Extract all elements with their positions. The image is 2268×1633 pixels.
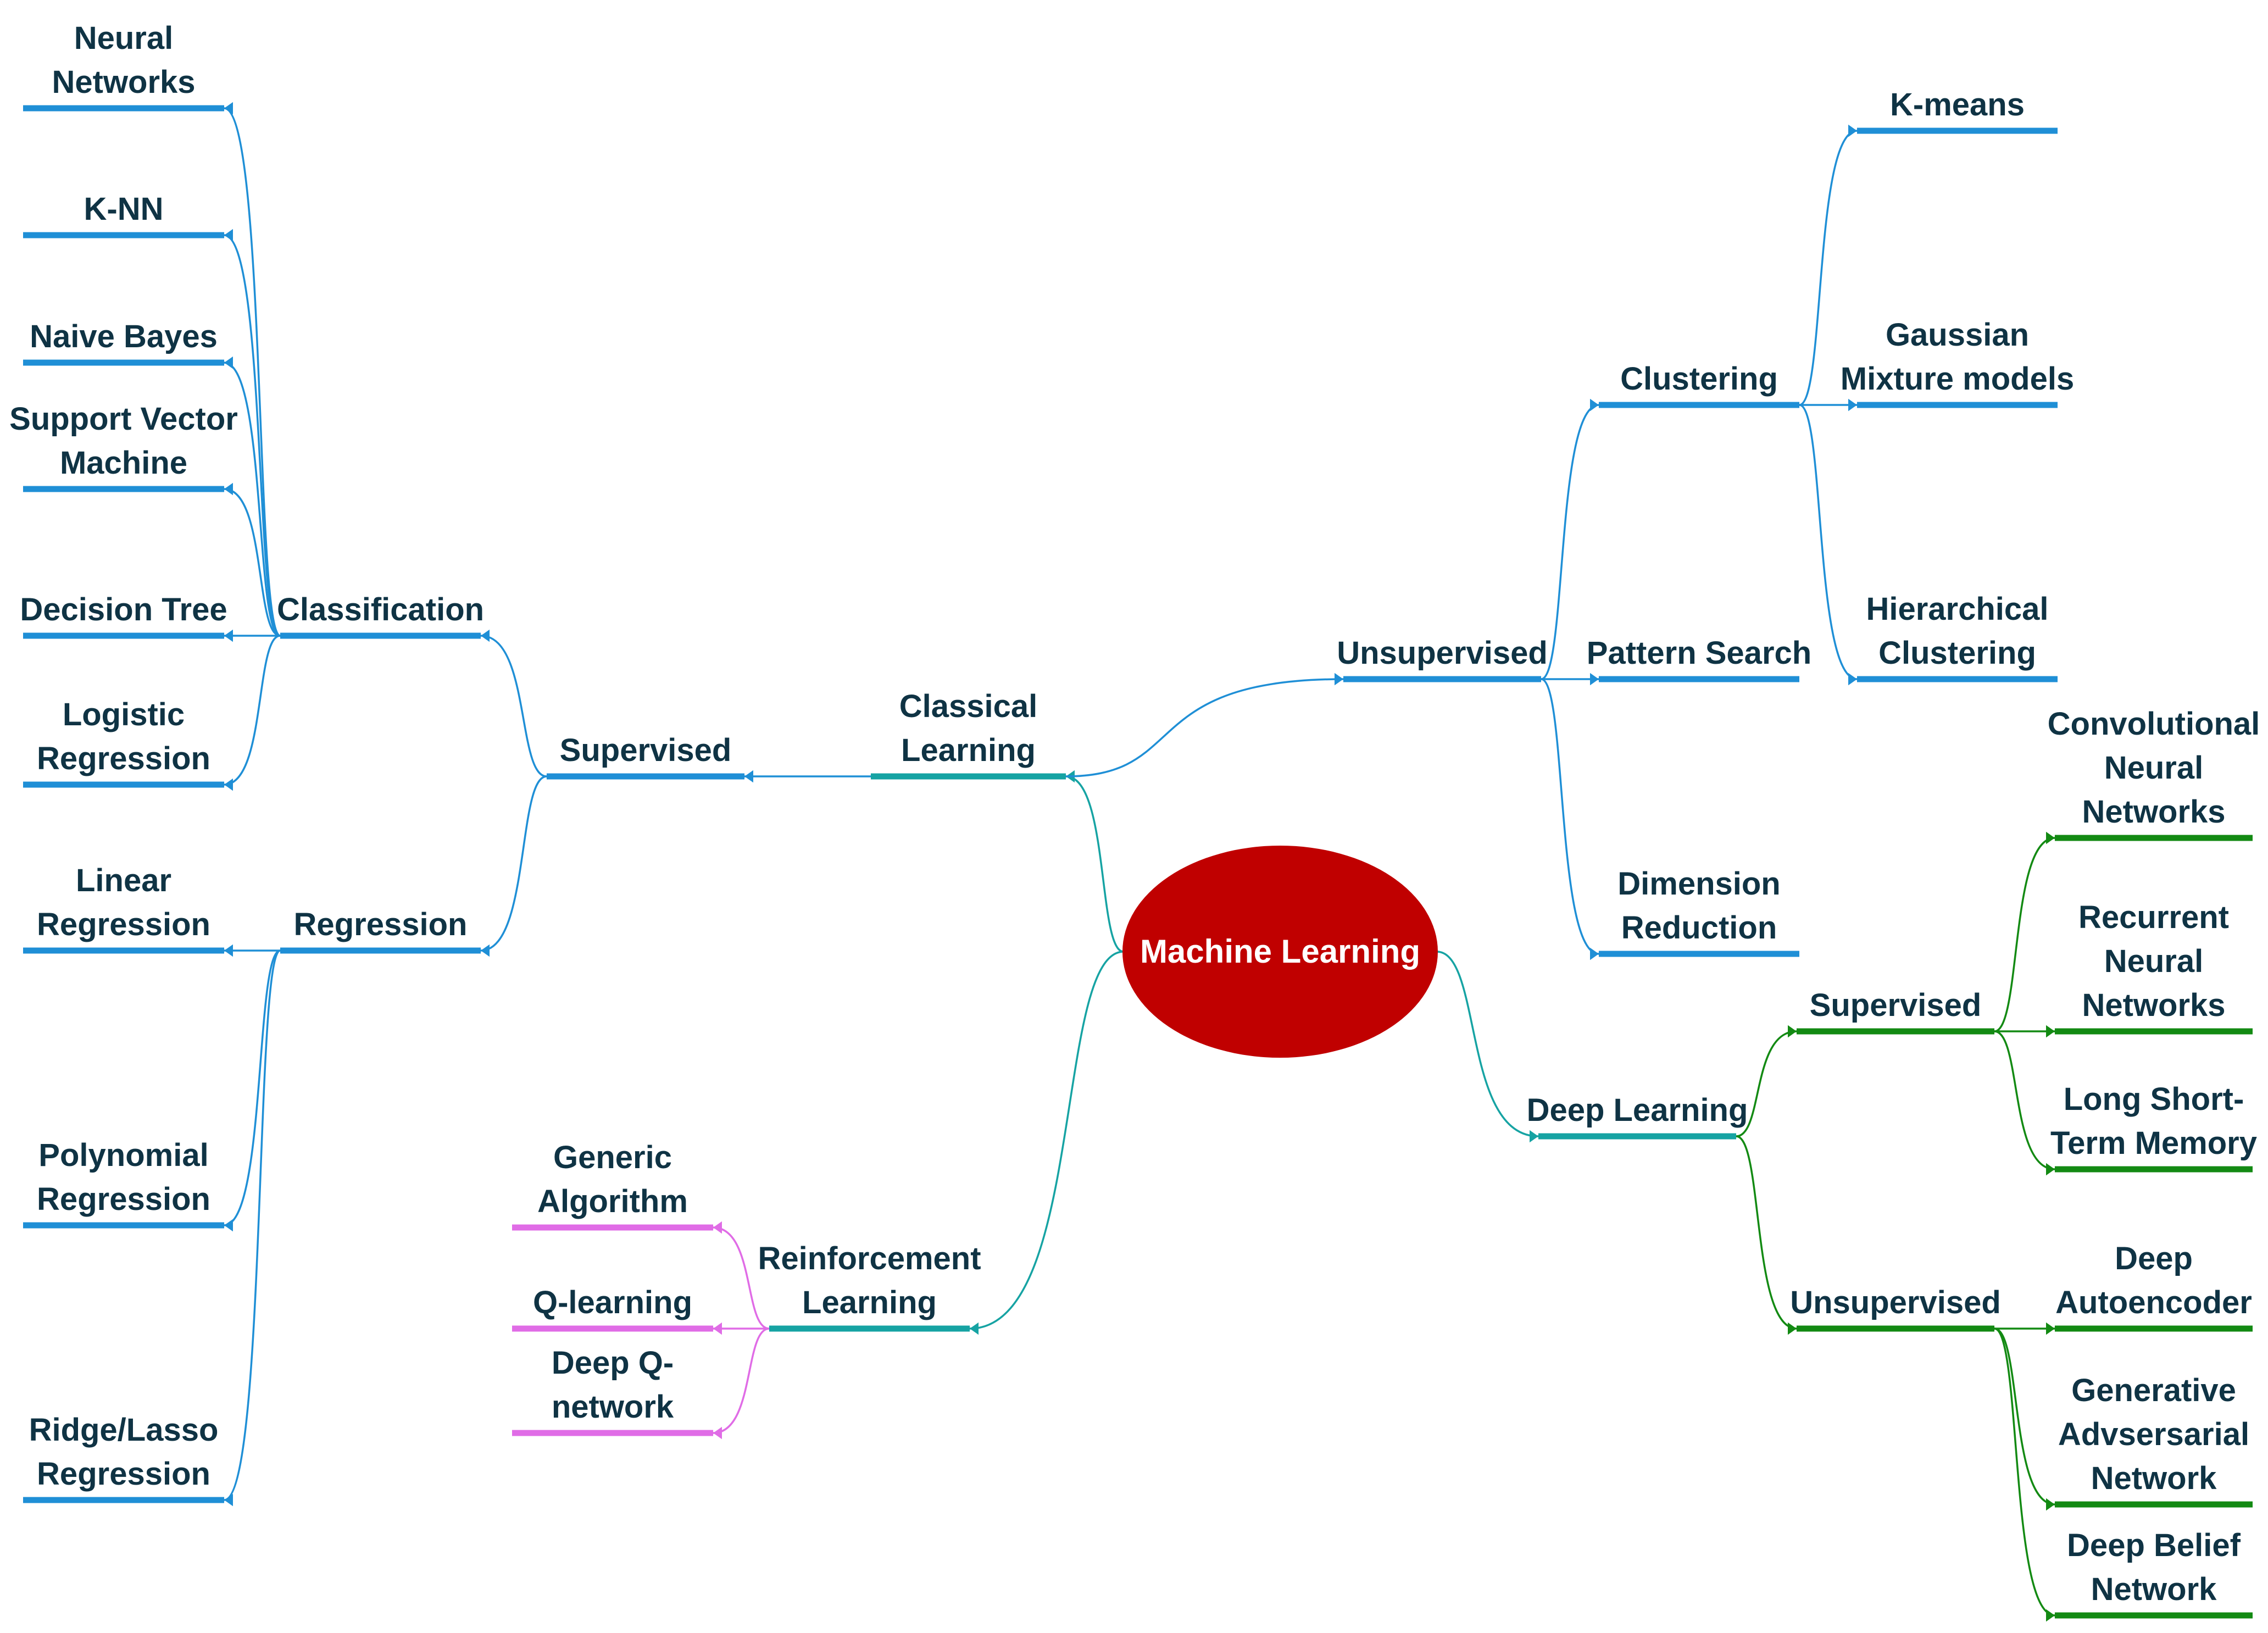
arrowhead: [224, 482, 233, 496]
connector: [1799, 130, 1858, 406]
connector: [1736, 1030, 1797, 1137]
connector: [224, 949, 281, 1226]
connector: [1994, 1030, 2055, 1170]
connector: [713, 1327, 770, 1434]
arrowhead: [224, 102, 233, 115]
connector: [480, 635, 547, 777]
connector: [224, 107, 281, 637]
connector: [1736, 1135, 1797, 1330]
connector: [224, 488, 281, 637]
q-learning-node[interactable]: Q-learning: [533, 1285, 692, 1320]
arrowhead: [2046, 1498, 2055, 1511]
arrowhead: [224, 629, 233, 642]
arrowhead: [224, 229, 233, 242]
arrowhead: [1335, 673, 1343, 686]
arrowhead: [224, 944, 233, 957]
arrowhead: [1848, 673, 1857, 686]
arrowhead: [1590, 398, 1599, 412]
kmeans-node[interactable]: K-means: [1890, 87, 2025, 123]
connector: [224, 949, 281, 1501]
decision-tree-node[interactable]: Decision Tree: [20, 592, 227, 627]
arrowhead: [1848, 398, 1857, 412]
arrowhead: [713, 1322, 722, 1335]
regression-node[interactable]: Regression: [294, 907, 468, 942]
connector: [224, 635, 281, 786]
arrowhead: [1788, 1322, 1797, 1335]
root-ellipse: [1122, 846, 1438, 1058]
arrowhead: [1590, 947, 1599, 960]
connector: [1994, 1327, 2055, 1617]
connector: [969, 951, 1124, 1330]
arrowhead: [1590, 673, 1599, 686]
connector: [1994, 837, 2055, 1032]
classification-node[interactable]: Classification: [277, 592, 484, 627]
deep-learning-node[interactable]: Deep Learning: [1527, 1092, 1748, 1128]
arrowhead: [970, 1322, 979, 1335]
knn-node[interactable]: K-NN: [84, 191, 164, 227]
arrowhead: [744, 770, 753, 783]
arrowhead: [713, 1221, 722, 1234]
connector: [1065, 775, 1124, 953]
arrowhead: [1848, 124, 1857, 137]
pattern-search-node[interactable]: Pattern Search: [1587, 635, 1811, 671]
arrowhead: [2046, 1322, 2055, 1335]
arrowhead: [2046, 1163, 2055, 1176]
arrowhead: [1788, 1025, 1797, 1038]
connector: [224, 234, 281, 637]
dl-unsupervised-node[interactable]: Unsupervised: [1790, 1285, 2001, 1320]
arrowhead: [481, 944, 490, 957]
underlines: [23, 105, 2253, 1619]
arrowhead: [224, 1493, 233, 1507]
connector: [1799, 404, 1858, 680]
connector: [1994, 1327, 2055, 1506]
connector: [224, 362, 281, 637]
root-label: Machine Learning: [1140, 933, 1420, 970]
arrowhead: [2046, 831, 2055, 845]
connectors: [224, 102, 2055, 1622]
deep-q-node[interactable]: Deep Q-network: [552, 1345, 674, 1425]
connector: [1541, 678, 1599, 955]
lstm-node[interactable]: Long Short-Term Memory: [2050, 1081, 2257, 1161]
supervised-node[interactable]: Supervised: [560, 732, 732, 768]
connector: [713, 1226, 770, 1330]
root-node[interactable]: Machine Learning: [1122, 846, 1438, 1058]
arrowhead: [224, 778, 233, 791]
clustering-node[interactable]: Clustering: [1620, 361, 1778, 397]
connector: [1065, 678, 1344, 777]
connector: [480, 775, 547, 952]
arrowhead: [2046, 1609, 2055, 1622]
connector: [1436, 951, 1539, 1137]
arrowhead: [481, 629, 490, 642]
unsupervised-node[interactable]: Unsupervised: [1337, 635, 1548, 671]
dl-supervised-node[interactable]: Supervised: [1810, 987, 1982, 1023]
arrowhead: [2046, 1025, 2055, 1038]
arrowhead: [224, 1219, 233, 1232]
connector: [1541, 404, 1599, 680]
arrowhead: [224, 356, 233, 369]
naive-bayes-node[interactable]: Naive Bayes: [30, 319, 218, 354]
arrowhead: [713, 1426, 722, 1440]
arrowhead: [1530, 1130, 1538, 1143]
